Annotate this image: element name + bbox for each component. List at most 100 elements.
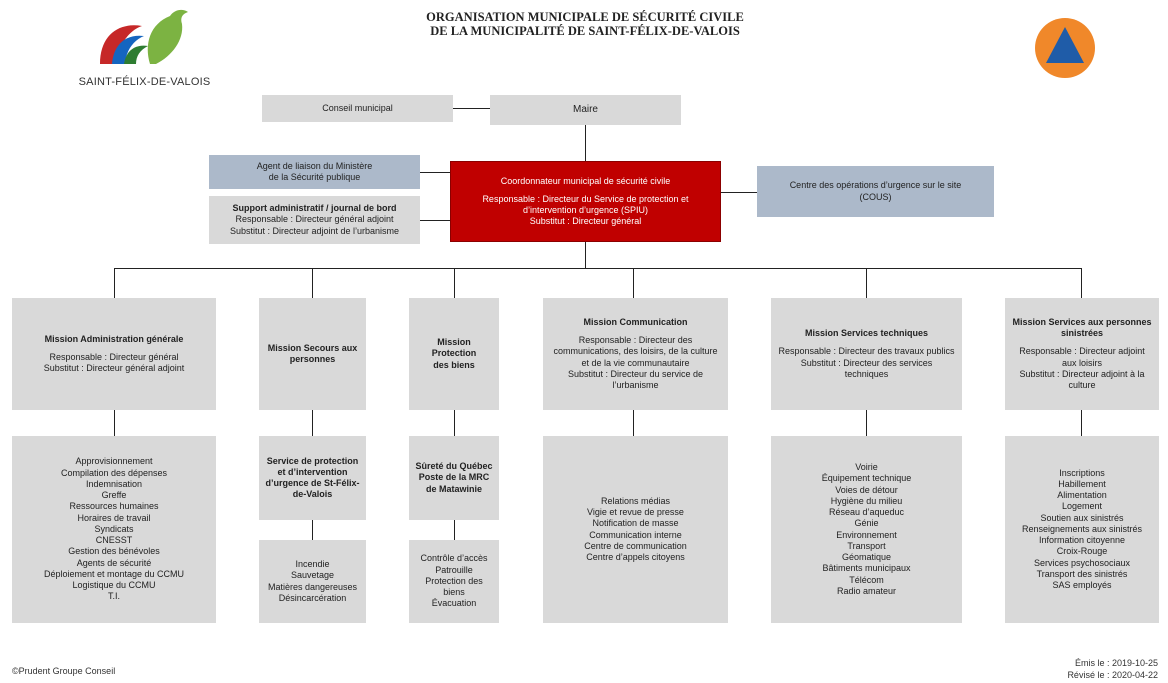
protection-title-1: Mission Protection [431,337,477,359]
list-item: Vigie et revue de presse [587,507,684,517]
list-item: Environnement [836,529,897,540]
support-admin-box: Support administratif / journal de bord … [209,196,420,244]
communication-sub-2: l’urbanisme [612,380,659,390]
sinistres-sub-2: culture [1068,380,1096,390]
connector-support [420,220,450,221]
link-admin-list [114,410,115,436]
techniques-resp: Responsable : Directeur des travaux publ… [778,346,955,357]
maire-box: Maire [490,95,681,125]
list-item: Greffe [101,490,127,501]
list-item: Agents de sécurité [76,557,152,568]
list-item: Transport [847,540,886,551]
list-item: Alimentation [1057,490,1107,501]
communication-sub-1: Substitut : Directeur du service de [567,368,704,379]
communication-resp-1: Responsable : Directeur des [578,335,693,345]
sinistres-resp-2: aux loisirs [1061,357,1102,368]
list-item: Logement [1061,501,1103,512]
admin-tasks-box: Approvisionnement Compilation des dépens… [12,436,216,623]
title-line-1: ORGANISATION MUNICIPALE DE SÉCURITÉ CIVI… [426,10,744,24]
sq-line-2: Poste de la MRC [418,472,490,483]
sq-line-3: de Matawinie [425,483,482,494]
coord-resp-1: Responsable : Directeur du Service de pr… [482,193,689,204]
coord-resp-2: d’intervention d’urgence (SPIU) [522,205,649,215]
link-secours-service [312,410,313,436]
techniques-title: Mission Services techniques [804,328,929,338]
list-item: Voirie [855,462,878,472]
title-line-2: DE LA MUNICIPALITÉ DE SAINT-FÉLIX-DE-VAL… [430,23,740,38]
list-item: Désincarcération [278,592,347,603]
list-item: Équipement technique [821,473,912,484]
drop-secours [312,268,313,298]
list-item: CNESST [95,535,133,546]
communication-resp-3: et de la vie communautaire [581,357,690,368]
list-item: Approvisionnement [75,456,153,467]
list-item: T.I. [107,591,120,602]
sinistres-title-1: Mission Services aux personnes [1012,316,1152,327]
list-item: Évacuation [431,598,477,609]
mission-sinistres-box: Mission Services aux personnes sinistrée… [1005,298,1159,410]
admin-sub: Substitut : Directeur général adjoint [43,363,185,374]
support-title: Support administratif / journal de bord [232,203,397,214]
list-item: biens [443,587,465,598]
coord-sub: Substitut : Directeur général [529,216,642,227]
list-item: Renseignements aux sinistrés [1021,523,1143,534]
list-item: Matières dangereuses [267,581,358,592]
techniques-sub-1: Substitut : Directeur des services [800,357,933,368]
link-protection-list [454,520,455,540]
page-title: ORGANISATION MUNICIPALE DE SÉCURITÉ CIVI… [350,10,820,39]
surete-quebec-box: Sûreté du Québec Poste de la MRC de Mata… [409,436,499,520]
list-item: Transport des sinistrés [1036,568,1128,579]
list-item: Télécom [849,574,884,585]
list-item: Déploiement et montage du CCMU [43,568,185,579]
secours-tasks-box: Incendie Sauvetage Matières dangereuses … [259,540,366,623]
mission-secours-box: Mission Secours aux personnes [259,298,366,410]
list-item: Centre de communication [584,540,687,551]
secours-title-1: Mission Secours aux [267,342,358,353]
list-item: Incendie [295,559,330,569]
list-item: Horaires de travail [77,512,151,523]
agent-line-2: de la Sécurité publique [268,172,361,182]
list-item: Inscriptions [1059,467,1105,478]
support-sub: Substitut : Directeur adjoint de l’urban… [229,225,400,236]
list-item: Gestion des bénévoles [68,546,160,557]
communication-resp-2: communications, des loisirs, de la cultu… [553,346,718,357]
municipality-logo: SAINT-FÉLIX-DE-VALOIS [72,4,217,88]
drop-sinistres [1081,268,1082,298]
cous-line-1: Centre des opérations d’urgence sur le s… [789,180,962,191]
connector-cous [721,192,757,193]
mission-protection-box: Mission Protection des biens [409,298,499,410]
secours-title-2: personnes [289,354,336,364]
list-item: Compilation des dépenses [60,467,168,478]
sq-line-1: Sûreté du Québec [415,461,493,472]
conseil-label: Conseil municipal [322,102,393,113]
sinistres-tasks-box: Inscriptions Habillement Alimentation Lo… [1005,436,1159,623]
list-item: Patrouille [435,564,473,575]
link-sinistres-list [1081,410,1082,436]
connector-maire-coord [585,125,586,161]
service-line-1: Service de protection [266,455,359,466]
list-item: Voies de détour [835,484,898,495]
support-resp: Responsable : Directeur général adjoint [235,214,394,225]
emission-dates: Émis le : 2019-10-25 Révisé le : 2020-04… [1067,658,1158,681]
drop-communication [633,268,634,298]
list-item: Protection des [425,575,483,586]
link-communication-list [633,410,634,436]
list-item: Soutien aux sinistrés [1040,512,1124,523]
list-item: Hygiène du milieu [830,495,903,506]
list-item: Croix-Rouge [1056,546,1108,557]
bird-logo-icon [100,9,188,64]
communication-title: Mission Communication [583,316,688,327]
list-item: Contrôle d’accès [420,553,488,564]
communication-tasks-box: Relations médias Vigie et revue de press… [543,436,728,623]
logo-text: SAINT-FÉLIX-DE-VALOIS [78,76,211,88]
list-item: Information citoyenne [1038,535,1126,546]
service-line-2: et d’intervention [277,466,348,477]
list-item: Syndicats [94,523,134,534]
admin-resp: Responsable : Directeur général [49,351,179,362]
service-protection-box: Service de protection et d’intervention … [259,436,366,520]
copyright-text: ©Prudent Groupe Conseil [12,666,116,676]
list-item: Services psychosociaux [1033,557,1131,568]
techniques-tasks-box: Voirie Équipement technique Voies de dét… [771,436,962,623]
list-item: Habillement [1058,478,1106,489]
agent-line-1: Agent de liaison du Ministère [256,160,373,171]
